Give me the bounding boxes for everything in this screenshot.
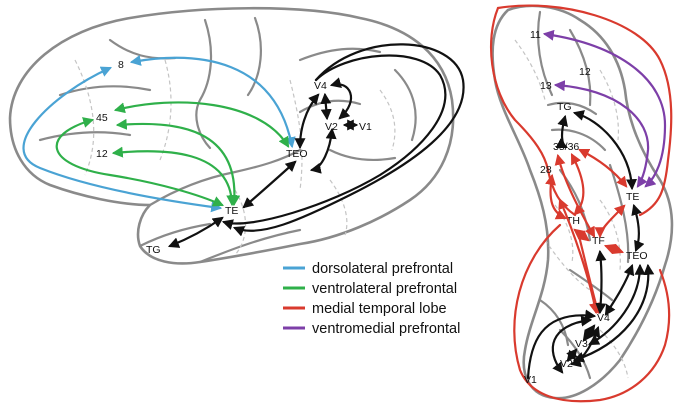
legend-label-medial-temporal: medial temporal lobe bbox=[312, 301, 447, 317]
area-v4-lateral-label: V4 bbox=[314, 80, 327, 92]
area-13-label: 13 bbox=[540, 80, 552, 92]
area-28-label: 28 bbox=[540, 164, 552, 176]
legend-label-dorsolateral: dorsolateral prefrontal bbox=[312, 261, 453, 277]
legend-label-ventrolateral: ventrolateral prefrontal bbox=[312, 281, 457, 297]
area-v1-lateral-label: V1 bbox=[359, 121, 372, 133]
area-12-ventral-label: 12 bbox=[579, 66, 591, 78]
area-te-lateral-label: TE bbox=[225, 205, 238, 217]
area-teo-lateral-label: TEO bbox=[286, 148, 308, 160]
lateral-ventrolateral-arrows bbox=[55, 101, 290, 207]
legend: dorsolateral prefrontal ventrolateral pr… bbox=[283, 261, 460, 337]
ventral-ventromedial-arrows bbox=[542, 29, 667, 188]
area-tg-lateral-label: TG bbox=[146, 244, 161, 256]
area-v1-ventral-label: V1 bbox=[524, 374, 537, 386]
area-8-label: 8 bbox=[118, 59, 124, 71]
area-12-label: 12 bbox=[96, 148, 108, 160]
area-v4-ventral-label: V4 bbox=[597, 312, 610, 324]
legend-label-ventromedial: ventromedial prefrontal bbox=[312, 321, 460, 337]
area-v3-ventral-label: V3 bbox=[575, 338, 588, 350]
area-teo-ventral-label: TEO bbox=[626, 250, 648, 262]
area-45-label: 45 bbox=[96, 112, 108, 124]
lateral-feedforward-arrows bbox=[167, 43, 465, 248]
area-11-label: 11 bbox=[530, 29, 541, 41]
lateral-brain-outline bbox=[8, 6, 455, 265]
ventral-feedforward-arrows bbox=[526, 110, 655, 380]
area-tg-ventral-label: TG bbox=[557, 101, 572, 113]
area-te-ventral-label: TE bbox=[626, 191, 639, 203]
